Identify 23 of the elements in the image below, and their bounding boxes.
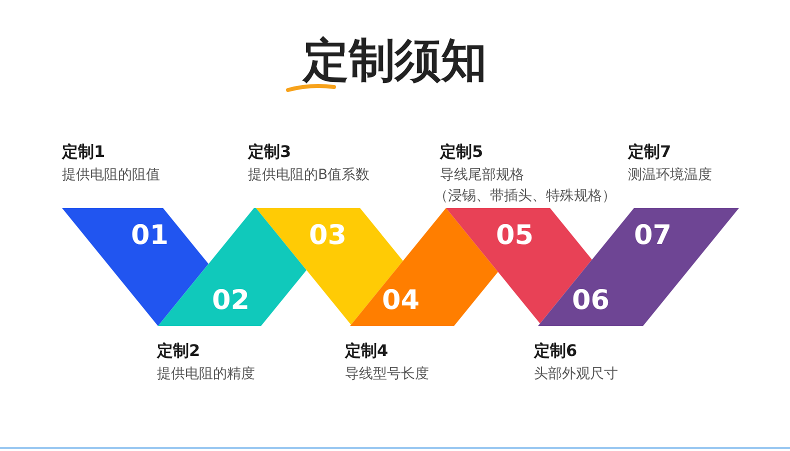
title: 定制须知 [301,32,488,88]
step-heading: 定制3 [248,142,292,162]
step-heading: 定制5 [440,142,484,162]
step-description: 提供电阻的B值系数 [248,166,370,184]
step-description: （浸锡、带插头、特殊规格） [434,187,616,205]
step-number: 01 [131,221,169,251]
step-number: 06 [572,286,610,316]
step-description: 头部外观尺寸 [534,365,618,383]
step-heading: 定制7 [628,142,672,162]
step-heading: 定制1 [62,142,106,162]
step-number: 05 [496,221,534,251]
step-number: 02 [212,286,250,316]
step-number: 04 [382,286,420,316]
step-description: 导线尾部规格 [440,166,524,184]
step-heading: 定制6 [534,341,578,361]
step-description: 提供电阻的精度 [157,365,255,383]
step-description: 导线型号长度 [345,365,429,383]
step-description: 测温环境温度 [628,166,712,184]
step-description: 提供电阻的阻值 [62,166,160,184]
step-heading: 定制4 [345,341,388,361]
step-heading: 定制2 [157,341,200,361]
step-number: 03 [309,221,347,251]
step-number: 07 [634,221,672,251]
